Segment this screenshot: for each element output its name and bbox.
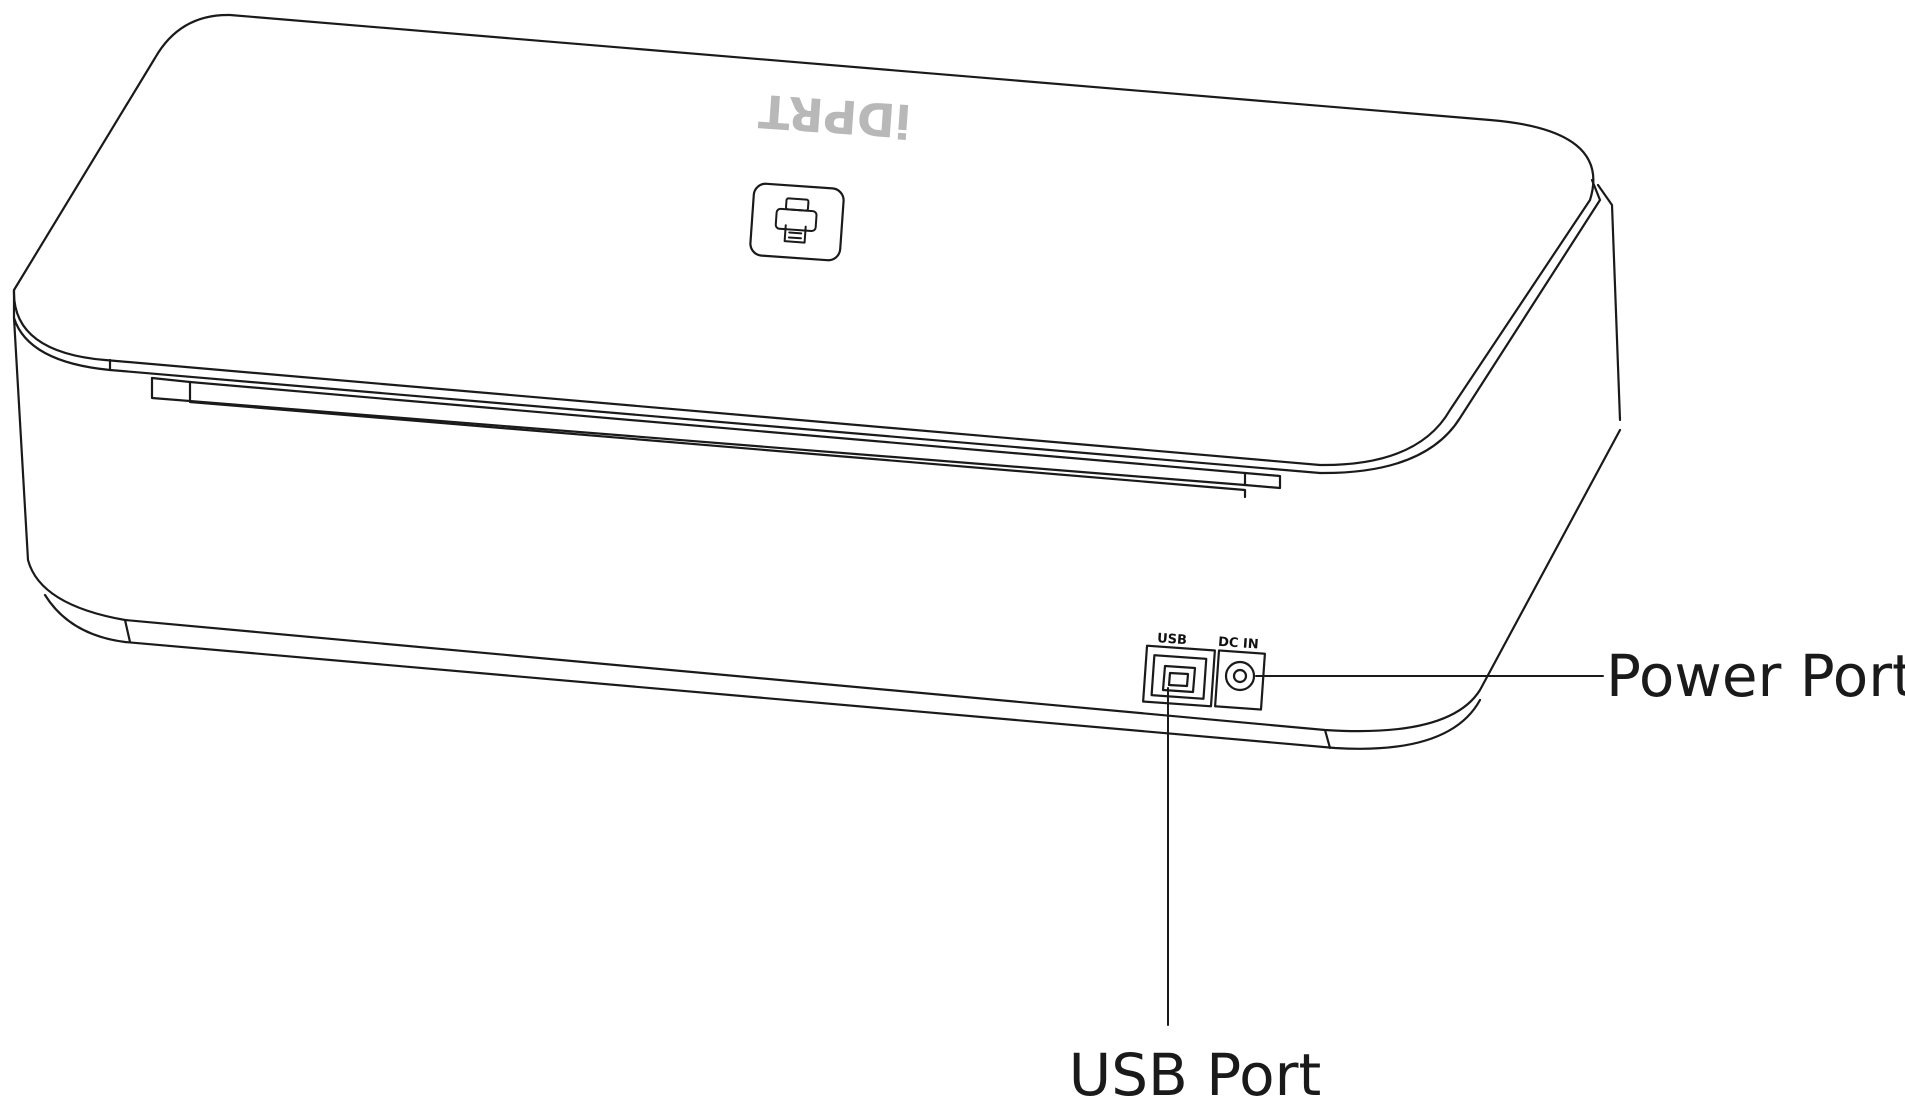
usb-port-callout: USB Port	[1069, 1041, 1321, 1109]
printer-lid-outline	[12, 13, 1595, 467]
lid-right-edge	[1318, 178, 1602, 475]
lid-front-edge-lower	[108, 358, 1322, 475]
paper-exit-slot-lip	[188, 380, 1247, 499]
lid-front-edge	[12, 288, 112, 372]
brand-logo: iDPRT	[756, 84, 912, 149]
body-base-plate	[43, 593, 1482, 750]
feed-button[interactable]	[749, 182, 845, 262]
paper-exit-slot-top	[150, 376, 1247, 475]
power-port-callout: Power Port	[1606, 642, 1905, 710]
paper-exit-slot	[150, 376, 1282, 490]
base-right-tick	[1323, 728, 1332, 750]
dc-in-port-label: DC IN	[1218, 635, 1260, 653]
base-left-tick	[123, 618, 132, 644]
printer-icon	[774, 197, 818, 244]
usb-port-label: USB	[1157, 631, 1188, 648]
lid-right-edge-outer	[1596, 183, 1622, 422]
body-front-face	[12, 316, 1622, 733]
dc-in-port	[1214, 649, 1266, 711]
usb-port	[1142, 644, 1216, 708]
